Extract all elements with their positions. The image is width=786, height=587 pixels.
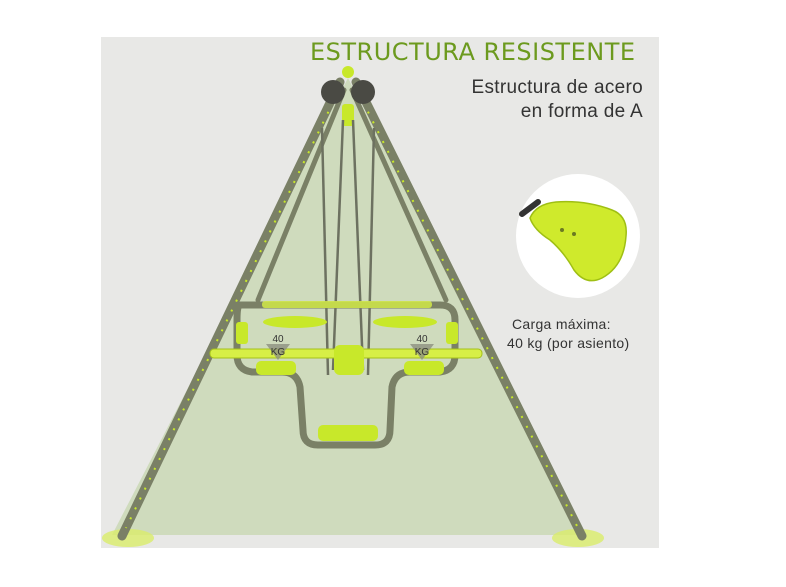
seat-right-weight-value: 40 (416, 334, 428, 345)
seat-center (334, 345, 364, 375)
top-bracket-right (351, 80, 375, 104)
seat-bottom (318, 425, 378, 441)
glider-frame (233, 301, 459, 449)
seat-left-weight-value: 40 (272, 334, 284, 345)
subtitle-line-2: en forma de A (520, 101, 643, 122)
seat-right-weight-unit: KG (414, 347, 430, 358)
load-arrow-left (266, 344, 290, 360)
seat-detail-inset (516, 174, 640, 298)
a-frame-legs (117, 77, 587, 541)
seat-left (256, 361, 296, 375)
ground-marker-left (102, 529, 154, 547)
page-title: ESTRUCTURA RESISTENTE (310, 38, 636, 66)
seat-left-weight-unit: KG (270, 347, 286, 358)
seat-right (404, 361, 444, 375)
top-bracket-left (321, 80, 345, 104)
subtitle-line-1: Estructura de acero (471, 77, 643, 98)
upper-bar (262, 301, 432, 308)
seat-detail-icon (519, 199, 627, 282)
max-load-label: Carga máxima: (512, 316, 611, 332)
max-load-value: 40 kg (por asiento) (507, 335, 630, 351)
top-cap (342, 66, 354, 78)
load-arrow-right (410, 344, 434, 360)
